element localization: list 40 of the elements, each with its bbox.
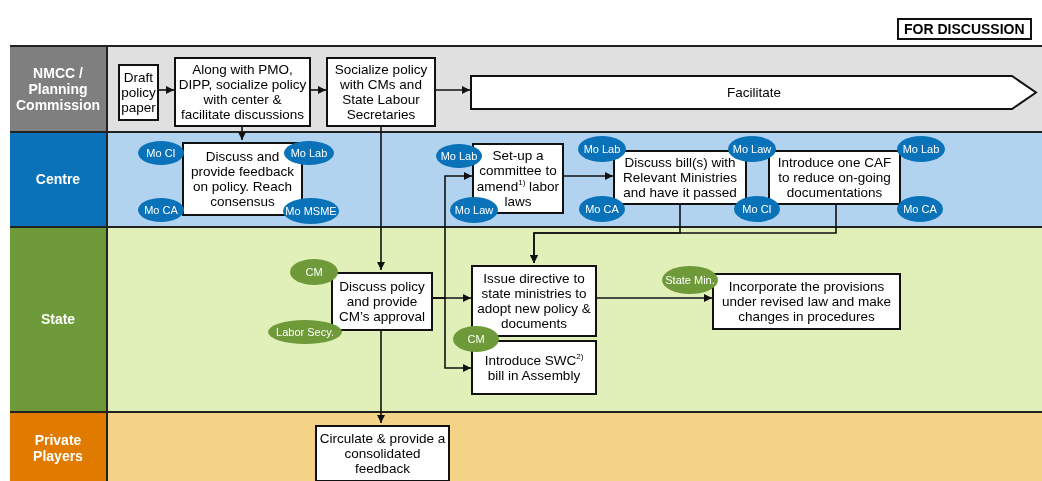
role-badge: CM	[290, 259, 338, 285]
swimlane	[10, 226, 1042, 411]
lane-title: Private Players	[10, 413, 108, 481]
arrow	[432, 297, 472, 372]
role-badge: Mo MSME	[283, 198, 339, 224]
status-stamp: FOR DISCUSSION	[897, 18, 1032, 40]
process-box: Along with PMO, DIPP, socialize policy with center & facilitate discussions	[174, 57, 311, 127]
arrow	[596, 294, 713, 302]
role-badge: Mo CA	[579, 196, 625, 222]
arrow	[435, 86, 471, 94]
arrow	[310, 86, 327, 94]
process-box: Socialize policy with CMs and State Labour Secretaries	[326, 57, 436, 127]
arrow	[158, 86, 175, 94]
lane-title: Centre	[10, 133, 108, 226]
process-chevron: Facilitate	[470, 75, 1038, 110]
role-badge: State Min.	[662, 266, 718, 294]
role-badge: Mo Lab	[436, 144, 482, 168]
swimlane	[10, 411, 1042, 481]
arrow	[238, 124, 246, 141]
role-badge: Mo Lab	[284, 141, 334, 165]
role-badge: Mo Lab	[897, 136, 945, 162]
arrow	[530, 202, 837, 264]
role-badge: Mo Law	[450, 197, 498, 223]
process-box: Circulate & provide a consolidated feedback	[315, 425, 450, 481]
role-badge: Mo CI	[734, 196, 780, 222]
arrow	[563, 172, 614, 180]
role-badge: CM	[453, 326, 499, 352]
role-badge: Mo CA	[897, 196, 943, 222]
swimlane	[10, 131, 1042, 226]
process-box: Draft policy paper	[118, 64, 159, 121]
role-badge: Mo CI	[138, 141, 184, 165]
lane-title: NMCC / Planning Commission	[10, 47, 108, 131]
role-badge: Labor Secy.	[268, 320, 342, 344]
arrow	[377, 124, 385, 271]
process-box: Discuss policy and provide CM’s approval	[331, 272, 433, 331]
role-badge: Mo Lab	[578, 136, 626, 162]
role-badge: Mo CA	[138, 198, 184, 222]
swimlane	[10, 45, 1042, 131]
arrow	[377, 328, 385, 424]
lane-title: State	[10, 228, 108, 411]
